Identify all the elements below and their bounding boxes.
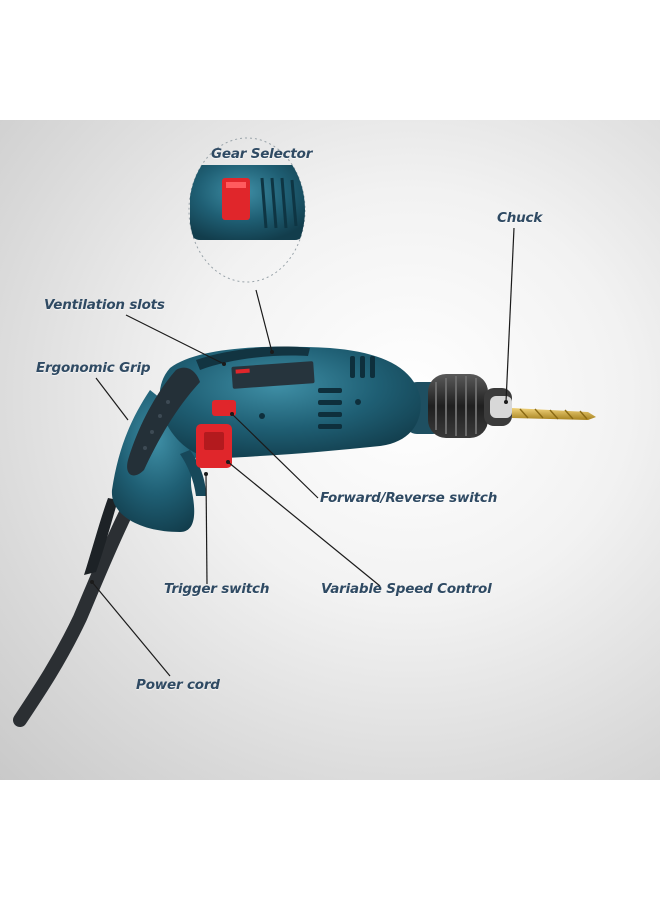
label-trigger-switch: Trigger switch [164,581,270,597]
power-cord [13,508,132,727]
leader-lines [91,227,515,677]
gear-selector-inset [188,137,306,283]
label-forward-reverse: Forward/Reverse switch [320,490,498,506]
label-ventilation-slots: Ventilation slots [44,297,165,313]
drill-bit [512,408,596,420]
leader-dots [90,350,508,584]
drill-illustration [13,137,596,727]
label-power-cord: Power cord [136,677,220,693]
cord-strain-relief [84,498,118,575]
label-gear-selector: Gear Selector [211,146,313,162]
diagram-canvas: Gear Selector Chuck Ventilation slots Er… [0,120,660,780]
label-ergonomic-grip: Ergonomic Grip [36,360,151,376]
chuck [405,374,512,438]
label-variable-speed: Variable Speed Control [321,581,492,597]
label-chuck: Chuck [497,210,543,226]
forward-reverse-switch [212,400,236,416]
trigger-switch-body [196,424,232,468]
